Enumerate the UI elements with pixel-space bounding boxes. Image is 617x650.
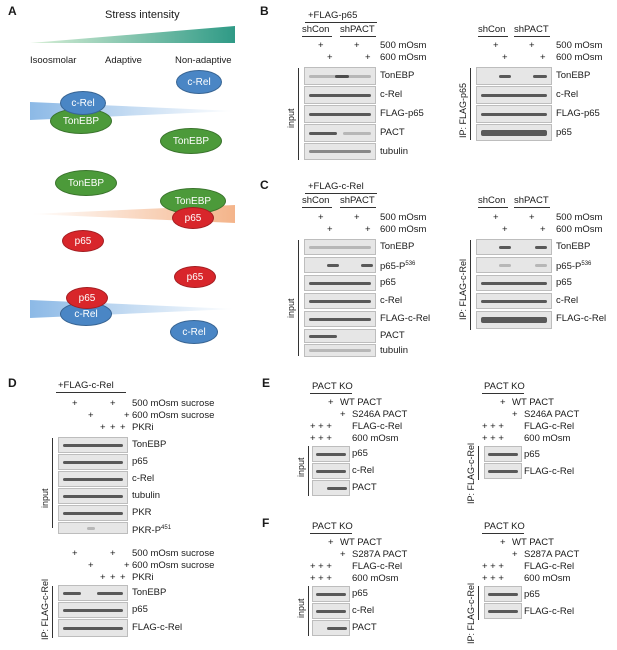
panel-letter-f: F — [262, 516, 270, 530]
crel-bubble-nonadaptive: c-Rel — [176, 70, 222, 94]
panel-b-ip-label: IP: FLAG-p65 — [458, 82, 468, 138]
p65-bubble-nonadaptive-1: p65 — [172, 207, 214, 229]
panel-letter-b: B — [260, 4, 269, 18]
panel-c-input-label: input — [286, 298, 296, 318]
blot-b-in-tonebp — [304, 67, 376, 85]
b-in-row-label: PACT — [380, 127, 405, 138]
b-in-row-label: TonEBP — [380, 70, 415, 81]
panel-b-group-shcon: shCon — [302, 24, 330, 35]
panel-d-ip-label: IP: FLAG-c-Rel — [40, 578, 50, 640]
panel-b-cond2: 600 mOsm — [380, 52, 427, 63]
panel-e-input-label: input — [296, 457, 306, 477]
panel-letter-d: D — [8, 376, 17, 390]
panel-b-cond1: 500 mOsm — [380, 40, 427, 51]
crel-bubble-nonadaptive-2: c-Rel — [170, 320, 218, 344]
b-in-row-label: c-Rel — [380, 89, 403, 100]
col-isoosmolar: Isoosmolar — [30, 55, 77, 66]
col-non-adaptive: Non-adaptive — [175, 55, 232, 66]
crel-bubble-isoosmolar: c-Rel — [60, 91, 106, 115]
panel-c-ip-label: IP: FLAG-c-Rel — [458, 258, 468, 320]
blot-b-ip-crel — [476, 86, 552, 104]
blot-b-ip-flag — [476, 105, 552, 123]
panel-letter-c: C — [260, 178, 269, 192]
panel-f-input-label: input — [296, 598, 306, 618]
p65-bubble-nonadaptive-2: p65 — [174, 266, 216, 288]
panel-b-input-label: input — [286, 108, 296, 128]
panel-letter-e: E — [262, 376, 271, 390]
tonebp-bubble-nonadaptive-1: TonEBP — [160, 128, 222, 154]
col-adaptive: Adaptive — [105, 55, 142, 66]
panel-b-group-shpact: shPACT — [340, 24, 375, 35]
panel-f-ip-label: IP: FLAG-c-Rel — [466, 582, 476, 644]
panel-b-header: +FLAG-p65 — [308, 10, 358, 21]
stress-intensity-title: Stress intensity — [105, 9, 180, 21]
blot-b-ip-p65 — [476, 124, 552, 141]
blot-b-ip-tonebp — [476, 67, 552, 85]
p65-bubble-isoosmolar-1: p65 — [62, 230, 104, 252]
p65-bubble-isoosmolar-2: p65 — [66, 287, 108, 309]
blot-b-in-tubulin — [304, 143, 376, 160]
panel-e-ip-label: IP: FLAG-c-Rel — [466, 442, 476, 504]
stress-gradient-wedge — [30, 26, 235, 43]
panel-d-header: +FLAG-c-Rel — [58, 380, 114, 391]
panel-c-header: +FLAG-c-Rel — [308, 181, 364, 192]
blot-b-in-flag — [304, 105, 376, 123]
tonebp-bubble-isoosmolar-2: TonEBP — [55, 170, 117, 196]
b-in-row-label: FLAG-p65 — [380, 108, 424, 119]
b-in-row-label: tubulin — [380, 146, 408, 157]
panel-d-input-label: input — [40, 488, 50, 508]
blot-b-in-crel — [304, 86, 376, 104]
panel-letter-a: A — [8, 4, 17, 18]
blot-b-in-pact — [304, 124, 376, 142]
